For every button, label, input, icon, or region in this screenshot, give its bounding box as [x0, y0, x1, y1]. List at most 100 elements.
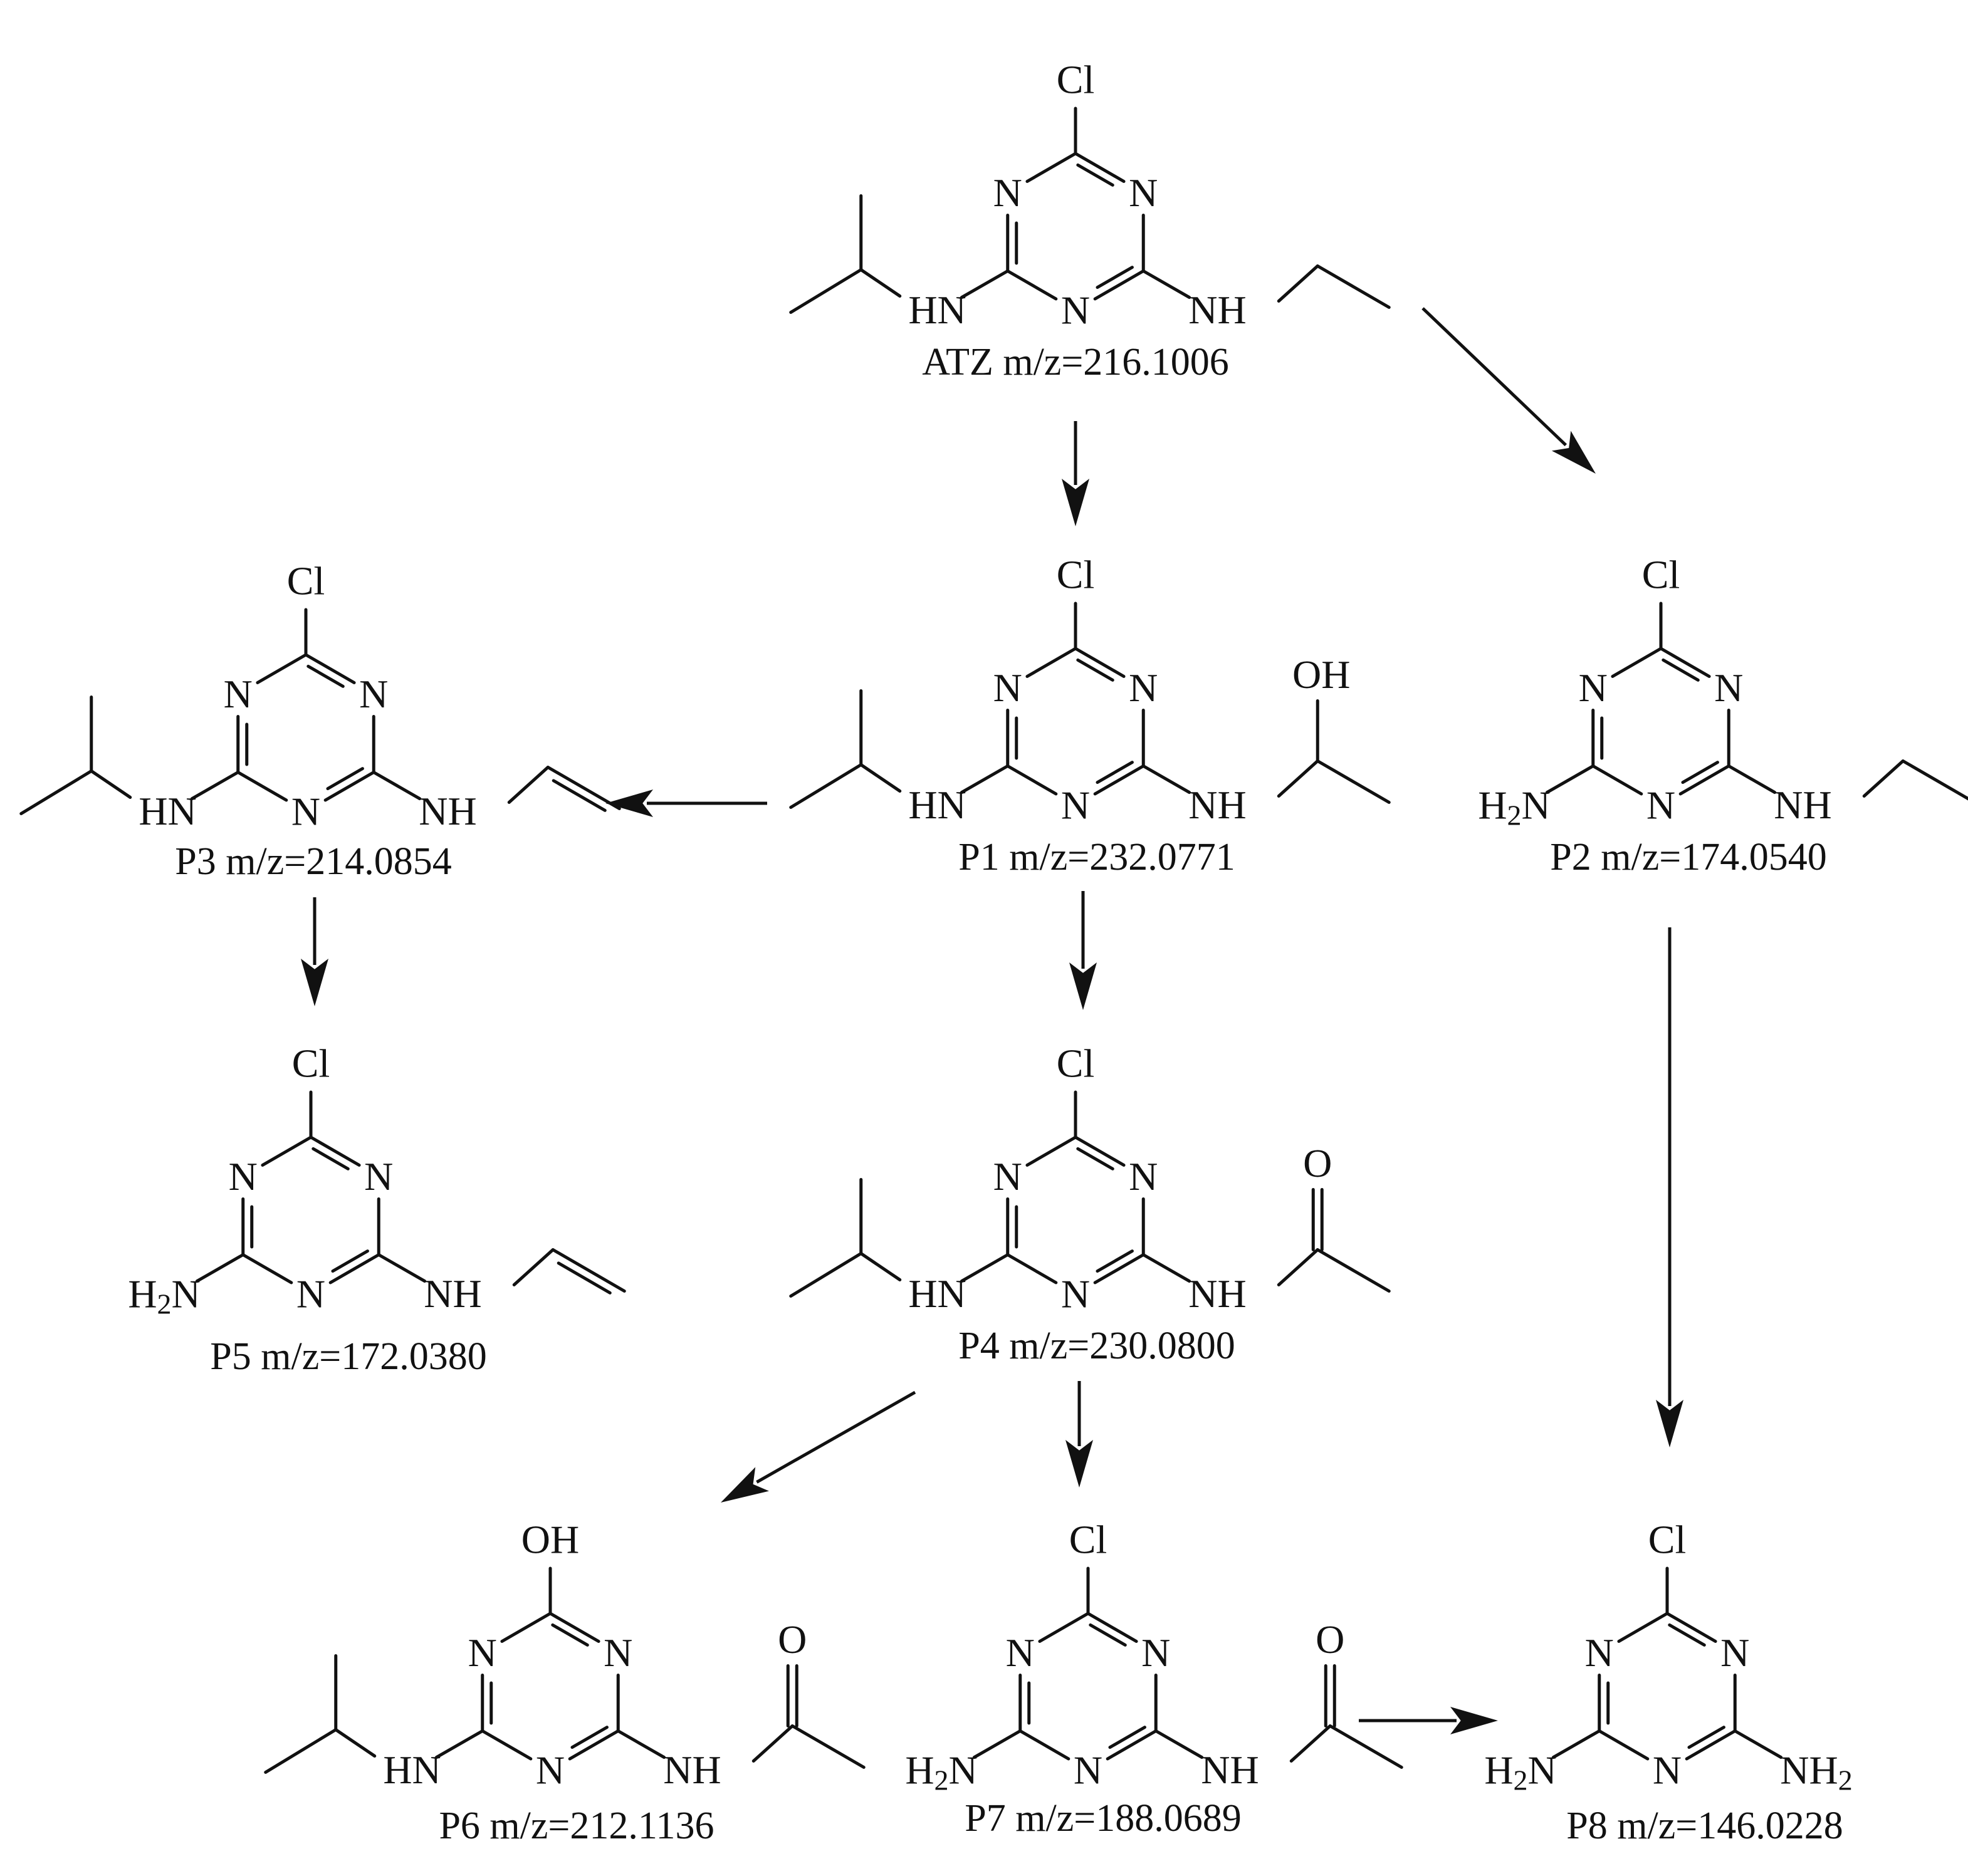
p1-ring-bond-1-inner — [1076, 658, 1114, 682]
p6-ring-bond-6 — [500, 1612, 552, 1643]
caption-p5: P5 m/z=172.0380 — [210, 1335, 486, 1378]
p8-ring-bond-6 — [1617, 1612, 1669, 1643]
atz-isopropyl-link — [859, 268, 902, 298]
p5-ring-n-upper-right: N — [364, 1154, 393, 1199]
arrow-head — [721, 1467, 769, 1503]
p1-ring-n-bottom: N — [1061, 783, 1090, 828]
p6-hn-label: HN — [383, 1748, 441, 1792]
p8-h2n-label: H2N — [1484, 1748, 1556, 1796]
atz-ring-bond-4 — [1006, 269, 1058, 301]
p4-ring-bond-4 — [1006, 1253, 1058, 1285]
p3-ring-n-bottom: N — [291, 789, 320, 834]
p1-hydroxyethyl-c1 — [1277, 759, 1319, 798]
arrow-p2-to-p8 — [1656, 927, 1683, 1447]
p3-ring-bond-3-inner — [326, 767, 364, 791]
p2-ring-bond-4 — [1591, 764, 1643, 796]
p1-hn-label: HN — [908, 783, 966, 827]
p7-ring-bond-3-inner — [1108, 1726, 1146, 1749]
p7-ring-n-upper-left: N — [1006, 1630, 1035, 1675]
arrow-atz-to-p2 — [1421, 307, 1596, 474]
p3-vinyl-c2 — [546, 766, 621, 810]
p5-nh-label: NH — [424, 1271, 481, 1316]
p3-ring-n-upper-right: N — [359, 672, 388, 716]
p4-ring-bond-3-inner — [1096, 1249, 1134, 1273]
p6-ring-bond-1-inner — [551, 1623, 589, 1647]
p3-nh-label: NH — [419, 789, 476, 833]
p5-left-link — [195, 1253, 245, 1283]
p6-acetyl-c2 — [790, 1724, 866, 1769]
p4-left-link — [960, 1253, 1010, 1283]
p4-ring-bond-3 — [1093, 1253, 1145, 1285]
atz-top-cl: Cl — [1057, 58, 1094, 102]
p3-ring-n-upper-left: N — [224, 672, 253, 716]
p7-top-cl: Cl — [1069, 1518, 1107, 1562]
atz-ring-n-upper-left: N — [993, 170, 1022, 215]
p4-ring-n-upper-left: N — [993, 1154, 1022, 1199]
atz-right-link — [1141, 269, 1191, 300]
atz-ethyl-c1 — [1277, 264, 1319, 303]
p8-ring-bond-4 — [1598, 1729, 1650, 1761]
p6-isopropyl-link — [334, 1728, 377, 1758]
atz-ring-bond-1 — [1074, 152, 1126, 183]
p3-left-link — [190, 771, 240, 801]
reaction-arrows — [301, 307, 1683, 1734]
p1-ring-n-upper-right: N — [1129, 665, 1158, 710]
p5-ring-n-bottom: N — [296, 1272, 325, 1316]
p1-ring-bond-1 — [1074, 647, 1126, 678]
arrow-p1-to-p4 — [1069, 891, 1097, 1010]
p8-ring-n-bottom: N — [1653, 1748, 1682, 1793]
p4-acetyl-c1 — [1277, 1248, 1319, 1286]
atz-ring-bond-6 — [1025, 152, 1077, 183]
arrow-head — [1656, 1400, 1683, 1447]
arrow-p7-to-p8 — [1359, 1707, 1498, 1734]
p8-ring-bond-3-inner — [1687, 1726, 1725, 1749]
p2-ring-bond-3 — [1678, 764, 1730, 796]
atz-ring-n-upper-right: N — [1129, 170, 1158, 215]
arrow-head — [1065, 1440, 1093, 1488]
p5-ring-bond-3-inner — [331, 1249, 369, 1273]
caption-p1: P1 m/z=232.0771 — [958, 836, 1235, 878]
atz-ring-n-bottom: N — [1061, 288, 1090, 333]
p3-ring-bond-6 — [256, 653, 308, 684]
p8-ring-n-upper-right: N — [1720, 1630, 1749, 1675]
p7-ring-bond-3 — [1106, 1729, 1158, 1761]
p2-right-link — [1727, 764, 1777, 795]
p3-hn-label: HN — [139, 789, 196, 833]
caption-p2: P2 m/z=174.0540 — [1550, 836, 1826, 878]
p5-ring-bond-1 — [309, 1135, 361, 1167]
caption-p6: P6 m/z=212.1136 — [439, 1805, 714, 1847]
atz-nh-label: NH — [1188, 288, 1246, 332]
p3-ring-bond-3 — [323, 771, 375, 802]
p6-right-link — [616, 1729, 666, 1759]
p8-ring-n-upper-left: N — [1585, 1630, 1614, 1675]
p2-ring-bond-1 — [1659, 647, 1711, 678]
p1-ring-bond-3-inner — [1096, 761, 1134, 784]
p5-ring-bond-3 — [328, 1253, 380, 1285]
p5-ring-bond-1-inner — [311, 1147, 350, 1170]
p2-ring-bond-6 — [1611, 647, 1663, 678]
p6-top-oh: OH — [521, 1518, 579, 1562]
p4-ring-bond-6 — [1025, 1135, 1077, 1167]
p7-right-link — [1154, 1729, 1204, 1759]
p4-hn-label: HN — [908, 1271, 966, 1316]
p3-top-cl: Cl — [287, 559, 325, 603]
p5-ring-bond-6 — [261, 1135, 313, 1167]
p3-isopropyl-link — [90, 769, 132, 799]
p3-ring-bond-1 — [304, 653, 356, 684]
arrow-head — [1551, 430, 1596, 474]
p2-h2n-label: H2N — [1478, 783, 1550, 831]
p3-vinyl-c1 — [507, 766, 550, 804]
p5-top-cl: Cl — [292, 1041, 330, 1086]
p3-vinyl-double-inner — [552, 779, 607, 812]
p7-ring-n-bottom: N — [1074, 1748, 1102, 1793]
p8-ring-bond-1 — [1665, 1612, 1717, 1643]
p5-right-link — [377, 1253, 427, 1283]
p4-ring-n-bottom: N — [1061, 1272, 1090, 1316]
p1-isopropyl-link — [859, 763, 902, 793]
p6-left-link — [434, 1729, 484, 1759]
